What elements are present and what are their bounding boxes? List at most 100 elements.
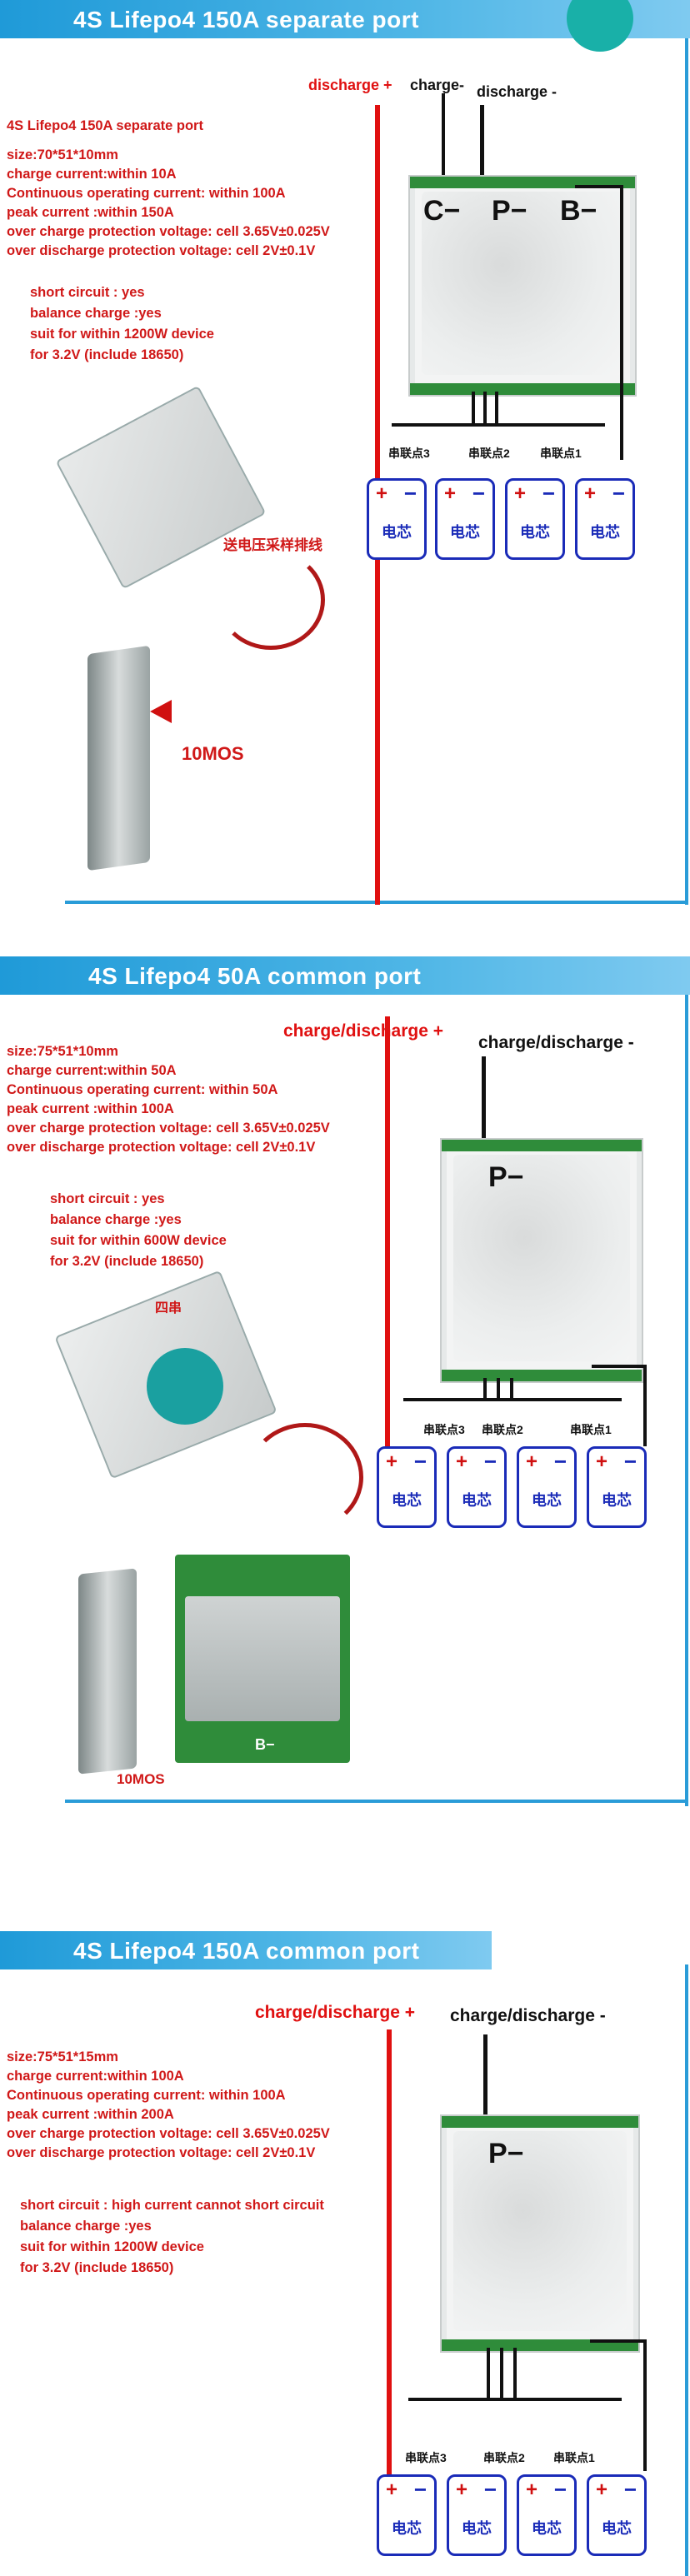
wire-b-minus-to-cell (590, 2339, 645, 2343)
wire-label-charge-negative: charge- (410, 77, 465, 93)
spec-size: size:75*51*10mm (7, 1044, 118, 1059)
battery-cell: + − 电芯 (575, 478, 635, 560)
feature-balance: balance charge :yes (50, 1212, 182, 1227)
spec-over-charge: over charge protection voltage: cell 3.6… (7, 224, 330, 239)
series-joint-2: 串联点2 (482, 1423, 523, 1436)
wire-balance-3 (510, 1378, 513, 1400)
spec-continuous-current: Continuous operating current: within 50A (7, 1082, 278, 1097)
wire-positive (385, 1016, 390, 1450)
battery-cell: + − 电芯 (517, 2474, 577, 2556)
sampling-cable-bundle (217, 550, 325, 650)
cell-negative-terminal: − (612, 481, 625, 506)
spec-charge-current: charge current:within 50A (7, 1063, 177, 1078)
feature-suit: suit for within 1200W device (20, 2239, 204, 2254)
pcb-component-area (185, 1596, 340, 1721)
series-joint-2: 串联点2 (483, 2451, 525, 2464)
feature-short-circuit: short circuit : yes (50, 1191, 165, 1206)
wire-balance-bus (403, 1398, 622, 1401)
wire-balance-2 (483, 392, 487, 425)
cell-positive-terminal: + (456, 1450, 468, 1473)
battery-cell: + − 电芯 (447, 2474, 507, 2556)
section-separate-port-150a: 4S Lifepo4 150A separate port 4S Lifepo4… (0, 0, 690, 905)
arrow-icon (150, 700, 172, 723)
wire-label-charge-discharge-negative: charge/discharge - (478, 1033, 634, 1052)
terminal-p-minus: P− (488, 1161, 524, 1193)
feature-suit: suit for within 1200W device (30, 327, 214, 342)
wire-label-charge-discharge-positive: charge/discharge + (255, 2003, 416, 2022)
battery-cell: + − 电芯 (587, 2474, 647, 2556)
cell-label: 电芯 (450, 524, 480, 541)
wire-label-charge-discharge-positive: charge/discharge + (283, 1021, 444, 1041)
cell-positive-terminal: + (526, 2479, 538, 2501)
wire-negative (482, 1056, 486, 1156)
wire-balance-1 (483, 1378, 487, 1400)
wire-b-minus-to-cell (575, 185, 623, 188)
frame-right-edge (685, 1964, 688, 2576)
cell-label: 电芯 (392, 2520, 422, 2537)
feature-for: for 3.2V (include 18650) (50, 1254, 204, 1269)
battery-cell: + − 电芯 (517, 1446, 577, 1528)
spec-charge-current: charge current:within 10A (7, 167, 177, 182)
callout-10mos: 10MOS (117, 1771, 165, 1787)
spec-over-discharge: over discharge protection voltage: cell … (7, 2145, 316, 2160)
battery-cell: + − 电芯 (377, 2474, 437, 2556)
pcb-bottom-strip (410, 383, 635, 395)
terminal-b-minus: B− (560, 195, 598, 227)
battery-cell: + − 电芯 (447, 1446, 507, 1528)
section-common-port-150a: 4S Lifepo4 150A common port size:75*51*1… (0, 1931, 690, 2576)
wire-b-minus-down (620, 185, 623, 460)
series-joint-1: 串联点1 (540, 447, 582, 460)
frame-right-edge (685, 995, 688, 1806)
wire-charge-negative (442, 93, 445, 185)
spec-over-discharge: over discharge protection voltage: cell … (7, 243, 316, 258)
feature-for: for 3.2V (include 18650) (30, 347, 184, 362)
cell-label: 电芯 (382, 524, 412, 541)
spec-charge-current: charge current:within 100A (7, 2069, 184, 2084)
wire-balance-bus (392, 423, 605, 427)
pcb-bottom-strip (442, 2339, 638, 2351)
spec-size: size:70*51*10mm (7, 147, 118, 162)
cell-negative-terminal: − (413, 2477, 427, 2502)
feature-balance: balance charge :yes (20, 2219, 152, 2234)
cell-negative-terminal: − (403, 481, 417, 506)
bms-board-diagram: C− P− B− (408, 175, 637, 397)
series-joint-1: 串联点1 (553, 2451, 595, 2464)
board-surface (422, 192, 623, 375)
cell-label: 电芯 (462, 2520, 492, 2537)
wire-b-minus-to-cell (592, 1365, 645, 1368)
feature-balance: balance charge :yes (30, 306, 162, 321)
series-joint-3: 串联点3 (423, 1423, 465, 1436)
cell-label: 电芯 (462, 1492, 492, 1509)
wire-label-charge-discharge-negative: charge/discharge - (450, 2006, 606, 2025)
terminal-c-minus: C− (423, 195, 461, 227)
cell-negative-terminal: − (623, 2477, 637, 2502)
spec-size: size:75*51*15mm (7, 2049, 118, 2064)
callout-sampling-cable: 送电压采样排线 (223, 537, 322, 553)
sampling-cable-bundle (247, 1423, 363, 1531)
cell-negative-terminal: − (483, 2477, 497, 2502)
callout-10mos: 10MOS (182, 743, 244, 764)
cell-positive-terminal: + (584, 482, 597, 505)
cell-positive-terminal: + (386, 1450, 398, 1473)
bms-board-diagram: P− (440, 2114, 640, 2353)
cell-positive-terminal: + (526, 1450, 538, 1473)
wire-positive (387, 2029, 392, 2546)
series-joint-1: 串联点1 (570, 1423, 612, 1436)
cell-positive-terminal: + (386, 2479, 398, 2501)
callout-b-minus: B− (255, 1736, 275, 1753)
cell-positive-terminal: + (514, 482, 527, 505)
feature-for: for 3.2V (include 18650) (20, 2260, 174, 2275)
battery-cell: + − 电芯 (367, 478, 427, 560)
cell-positive-terminal: + (596, 2479, 608, 2501)
spec-continuous-current: Continuous operating current: within 100… (7, 2088, 286, 2103)
cell-negative-terminal: − (413, 1449, 427, 1474)
cell-label: 电芯 (532, 2520, 562, 2537)
cell-label: 电芯 (532, 1492, 562, 1509)
cell-label: 电芯 (602, 1492, 632, 1509)
battery-cell: + − 电芯 (435, 478, 495, 560)
spec-peak-current: peak current :within 150A (7, 205, 174, 220)
banner-title: 4S Lifepo4 150A separate port (73, 7, 419, 32)
wire-b-minus-down (643, 2339, 647, 2471)
circuit-logo-icon (567, 0, 633, 52)
wire-discharge-negative (480, 105, 484, 185)
